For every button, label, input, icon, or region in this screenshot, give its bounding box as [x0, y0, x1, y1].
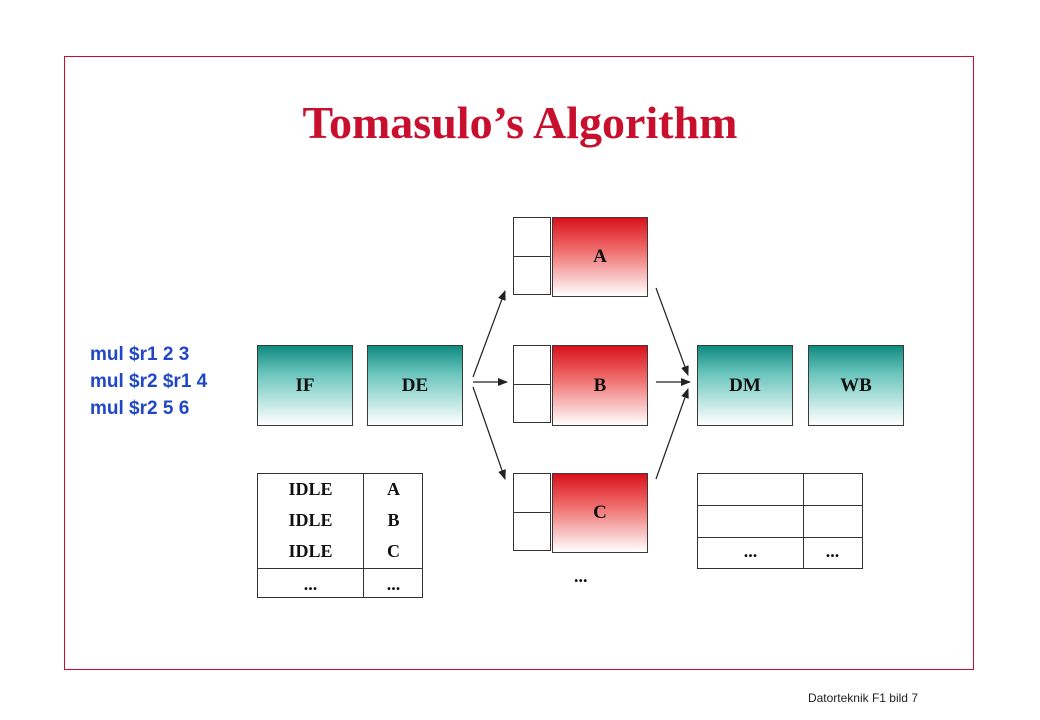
- unit-b: B: [552, 345, 648, 426]
- instruction-list: mul $r1 2 3 mul $r2 $r1 4 mul $r2 5 6: [90, 341, 207, 422]
- slide-frame: [64, 56, 974, 670]
- unit-a: A: [552, 217, 648, 297]
- rs-slot: [514, 384, 550, 422]
- unit-c-label: C: [593, 502, 607, 523]
- stage-de-label: DE: [401, 374, 429, 396]
- unit-cell: A: [387, 479, 400, 499]
- arrow-a-to-dm: [655, 287, 689, 376]
- table-row: IDLE C: [258, 536, 422, 567]
- table-row: IDLE B: [258, 505, 422, 536]
- table-row: ... ...: [258, 569, 422, 600]
- unit-status-table: IDLE A IDLE B IDLE C ... ...: [257, 473, 423, 598]
- row-divider: [698, 537, 862, 538]
- table-row: IDLE A: [258, 474, 422, 505]
- stage-de: DE: [367, 345, 463, 426]
- status-cell: ...: [303, 574, 318, 594]
- slide-footer: Datorteknik F1 bild 7: [807, 691, 918, 705]
- row-divider: [698, 505, 862, 506]
- reservation-station-c: [513, 473, 551, 551]
- status-cell: IDLE: [288, 510, 333, 530]
- status-cell: IDLE: [288, 479, 333, 499]
- status-cell: IDLE: [288, 541, 333, 561]
- row-divider: [258, 568, 422, 569]
- instruction-line: mul $r2 5 6: [90, 398, 190, 419]
- register-table: ... ...: [697, 473, 863, 569]
- stage-dm: DM: [697, 345, 793, 426]
- reservation-station-a: [513, 217, 551, 295]
- rs-slot: [514, 256, 550, 294]
- arrow-de-to-c: [472, 386, 506, 480]
- more-units-ellipsis: ...: [574, 566, 588, 586]
- unit-c: C: [552, 473, 648, 553]
- stage-if-label: IF: [295, 374, 315, 396]
- column-divider: [363, 474, 364, 597]
- unit-cell: B: [387, 510, 400, 530]
- instruction-line: mul $r1 2 3: [90, 344, 190, 365]
- arrow-de-to-a: [472, 290, 506, 378]
- stage-wb: WB: [808, 345, 904, 426]
- rs-slot: [514, 512, 550, 550]
- stage-if: IF: [257, 345, 353, 426]
- arrow-c-to-dm: [655, 388, 689, 480]
- stage-wb-label: WB: [840, 374, 872, 396]
- stage-dm-label: DM: [729, 374, 761, 396]
- slide-title: Tomasulo’s Algorithm: [302, 97, 738, 148]
- instruction-line: mul $r2 $r1 4: [90, 371, 208, 392]
- unit-b-label: B: [593, 374, 607, 396]
- register-cell: ...: [743, 541, 758, 561]
- reservation-station-b: [513, 345, 551, 423]
- unit-cell: C: [387, 541, 400, 561]
- register-cell: ...: [825, 541, 840, 561]
- unit-cell: ...: [386, 574, 401, 594]
- column-divider: [803, 474, 804, 568]
- unit-a-label: A: [593, 246, 607, 267]
